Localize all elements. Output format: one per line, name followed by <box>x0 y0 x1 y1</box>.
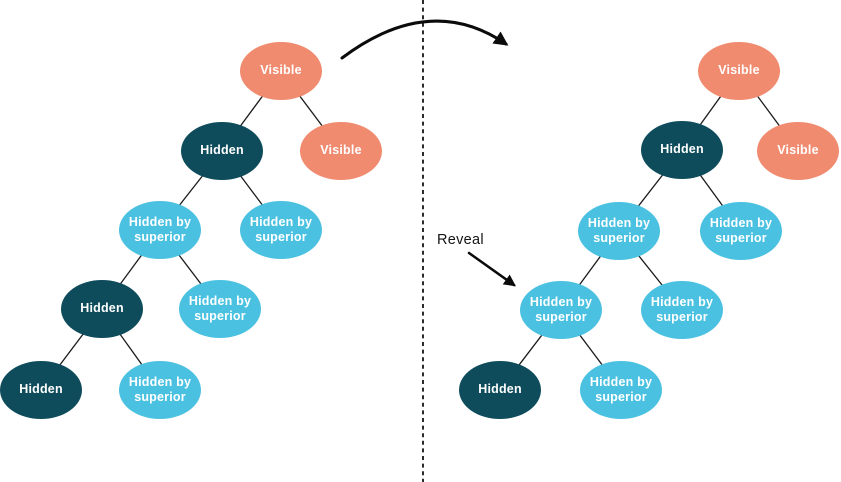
tree-after-node-f-hidden_by_superior: Hidden by superior <box>520 281 602 339</box>
tree-before-node-h-hidden: Hidden <box>0 361 82 419</box>
tree-before-node-a-visible: Visible <box>240 42 322 100</box>
tree-after-node-a-visible: Visible <box>698 42 780 100</box>
tree-after-node-c-visible: Visible <box>757 122 839 180</box>
tree-after-node-g-hidden_by_superior: Hidden by superior <box>641 281 723 339</box>
tree-after-node-b-hidden: Hidden <box>641 121 723 179</box>
tree-after-node-h-hidden: Hidden <box>459 361 541 419</box>
tree-before-node-b-hidden: Hidden <box>181 122 263 180</box>
tree-before-node-f-hidden: Hidden <box>61 280 143 338</box>
reveal-arrow <box>467 251 516 287</box>
tree-before-node-d-hidden_by_superior: Hidden by superior <box>119 201 201 259</box>
tree-before-node-c-visible: Visible <box>300 122 382 180</box>
transform-arrow <box>340 19 509 60</box>
tree-after-node-d-hidden_by_superior: Hidden by superior <box>578 202 660 260</box>
tree-before-node-i-hidden_by_superior: Hidden by superior <box>119 361 201 419</box>
reveal-label: Reveal <box>437 232 484 248</box>
tree-before-node-e-hidden_by_superior: Hidden by superior <box>240 201 322 259</box>
tree-after-node-i-hidden_by_superior: Hidden by superior <box>580 361 662 419</box>
tree-before-node-g-hidden_by_superior: Hidden by superior <box>179 280 261 338</box>
tree-after-node-e-hidden_by_superior: Hidden by superior <box>700 202 782 260</box>
